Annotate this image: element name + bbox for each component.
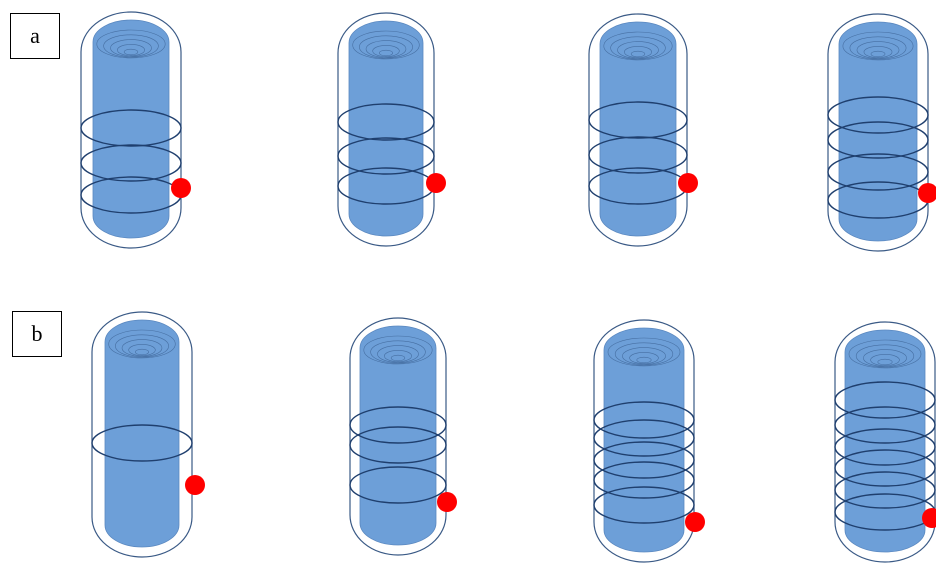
top-face-ring — [636, 356, 652, 364]
top-face-ring — [870, 50, 886, 58]
top-face-ring — [614, 342, 674, 366]
top-face-ring — [352, 30, 420, 60]
top-face-ring — [377, 345, 419, 363]
red-marker-dot — [922, 508, 936, 528]
top-face-ring — [117, 44, 145, 56]
top-face-ring — [842, 31, 914, 61]
top-face-ring — [372, 45, 400, 57]
top-face-ring — [848, 339, 922, 369]
layer-ring — [827, 153, 929, 191]
red-marker-dot — [437, 492, 457, 512]
layer-ring — [593, 401, 695, 439]
top-face-ring — [121, 339, 163, 357]
top-face-ring — [855, 344, 915, 368]
layer-ring — [834, 406, 936, 444]
layer-ring — [834, 428, 936, 466]
red-marker-dot — [171, 178, 191, 198]
layer-ring — [588, 101, 688, 139]
layer-ring — [349, 426, 447, 464]
layer-ring — [337, 103, 435, 141]
layer-ring — [827, 96, 929, 134]
top-face-ring — [110, 39, 152, 57]
layer-ring — [834, 381, 936, 419]
cylinder-a2 — [337, 12, 446, 247]
layer-ring — [593, 441, 695, 479]
top-face-ring — [359, 35, 413, 59]
top-face-ring — [622, 347, 666, 365]
top-face-ring — [103, 34, 159, 58]
top-face-ring — [610, 36, 666, 60]
top-face-ring — [379, 49, 393, 57]
red-marker-dot — [678, 173, 698, 193]
panel-label-b: b — [12, 311, 62, 357]
cylinder-b1 — [91, 311, 205, 558]
top-face-ring — [96, 29, 166, 59]
top-face-ring — [863, 46, 893, 58]
cylinder-a3 — [588, 13, 698, 247]
red-marker-dot — [426, 173, 446, 193]
inner-column — [92, 19, 170, 239]
layer-ring — [349, 406, 447, 444]
panel-label-a: a — [10, 13, 60, 59]
cylinder-a4 — [827, 13, 936, 252]
layer-ring — [349, 466, 447, 504]
layer-ring — [337, 137, 435, 175]
inner-column — [599, 21, 677, 237]
top-face-ring — [384, 350, 412, 362]
top-face-ring — [607, 337, 681, 367]
top-face-ring — [624, 46, 652, 58]
cylinder-a1 — [80, 11, 191, 249]
top-face-ring — [870, 354, 900, 366]
top-face-ring — [115, 334, 169, 358]
cylinder-b2 — [349, 317, 457, 556]
red-marker-dot — [685, 512, 705, 532]
top-face-ring — [629, 352, 659, 364]
layer-ring — [834, 449, 936, 487]
layer-ring — [91, 424, 193, 462]
top-face-ring — [363, 335, 433, 365]
inner-column — [603, 327, 685, 553]
top-face-ring — [370, 340, 426, 364]
cylinder-b4 — [834, 321, 936, 563]
top-face-ring — [849, 36, 907, 60]
layer-ring — [827, 121, 929, 159]
top-face-ring — [128, 344, 156, 356]
top-face-ring — [108, 329, 176, 359]
top-face-ring — [390, 354, 406, 362]
layer-ring — [80, 109, 182, 147]
layer-ring — [80, 144, 182, 182]
top-face-ring — [863, 349, 907, 367]
inner-column — [844, 329, 926, 553]
top-face-ring — [135, 348, 149, 356]
top-face-ring — [630, 50, 646, 58]
layer-ring — [593, 461, 695, 499]
layer-ring — [593, 419, 695, 457]
top-face-ring — [856, 41, 900, 59]
inner-column — [104, 319, 180, 548]
red-marker-dot — [185, 475, 205, 495]
top-face-ring — [877, 358, 893, 366]
cylinder-b3 — [593, 319, 705, 563]
red-marker-dot — [918, 183, 936, 203]
top-face-ring — [365, 40, 407, 58]
layer-ring — [593, 486, 695, 524]
layer-ring — [588, 136, 688, 174]
top-face-ring — [617, 41, 659, 59]
top-face-ring — [123, 48, 139, 56]
top-face-ring — [603, 31, 673, 61]
inner-column — [348, 20, 424, 237]
layer-ring — [834, 471, 936, 509]
inner-column — [838, 21, 918, 242]
